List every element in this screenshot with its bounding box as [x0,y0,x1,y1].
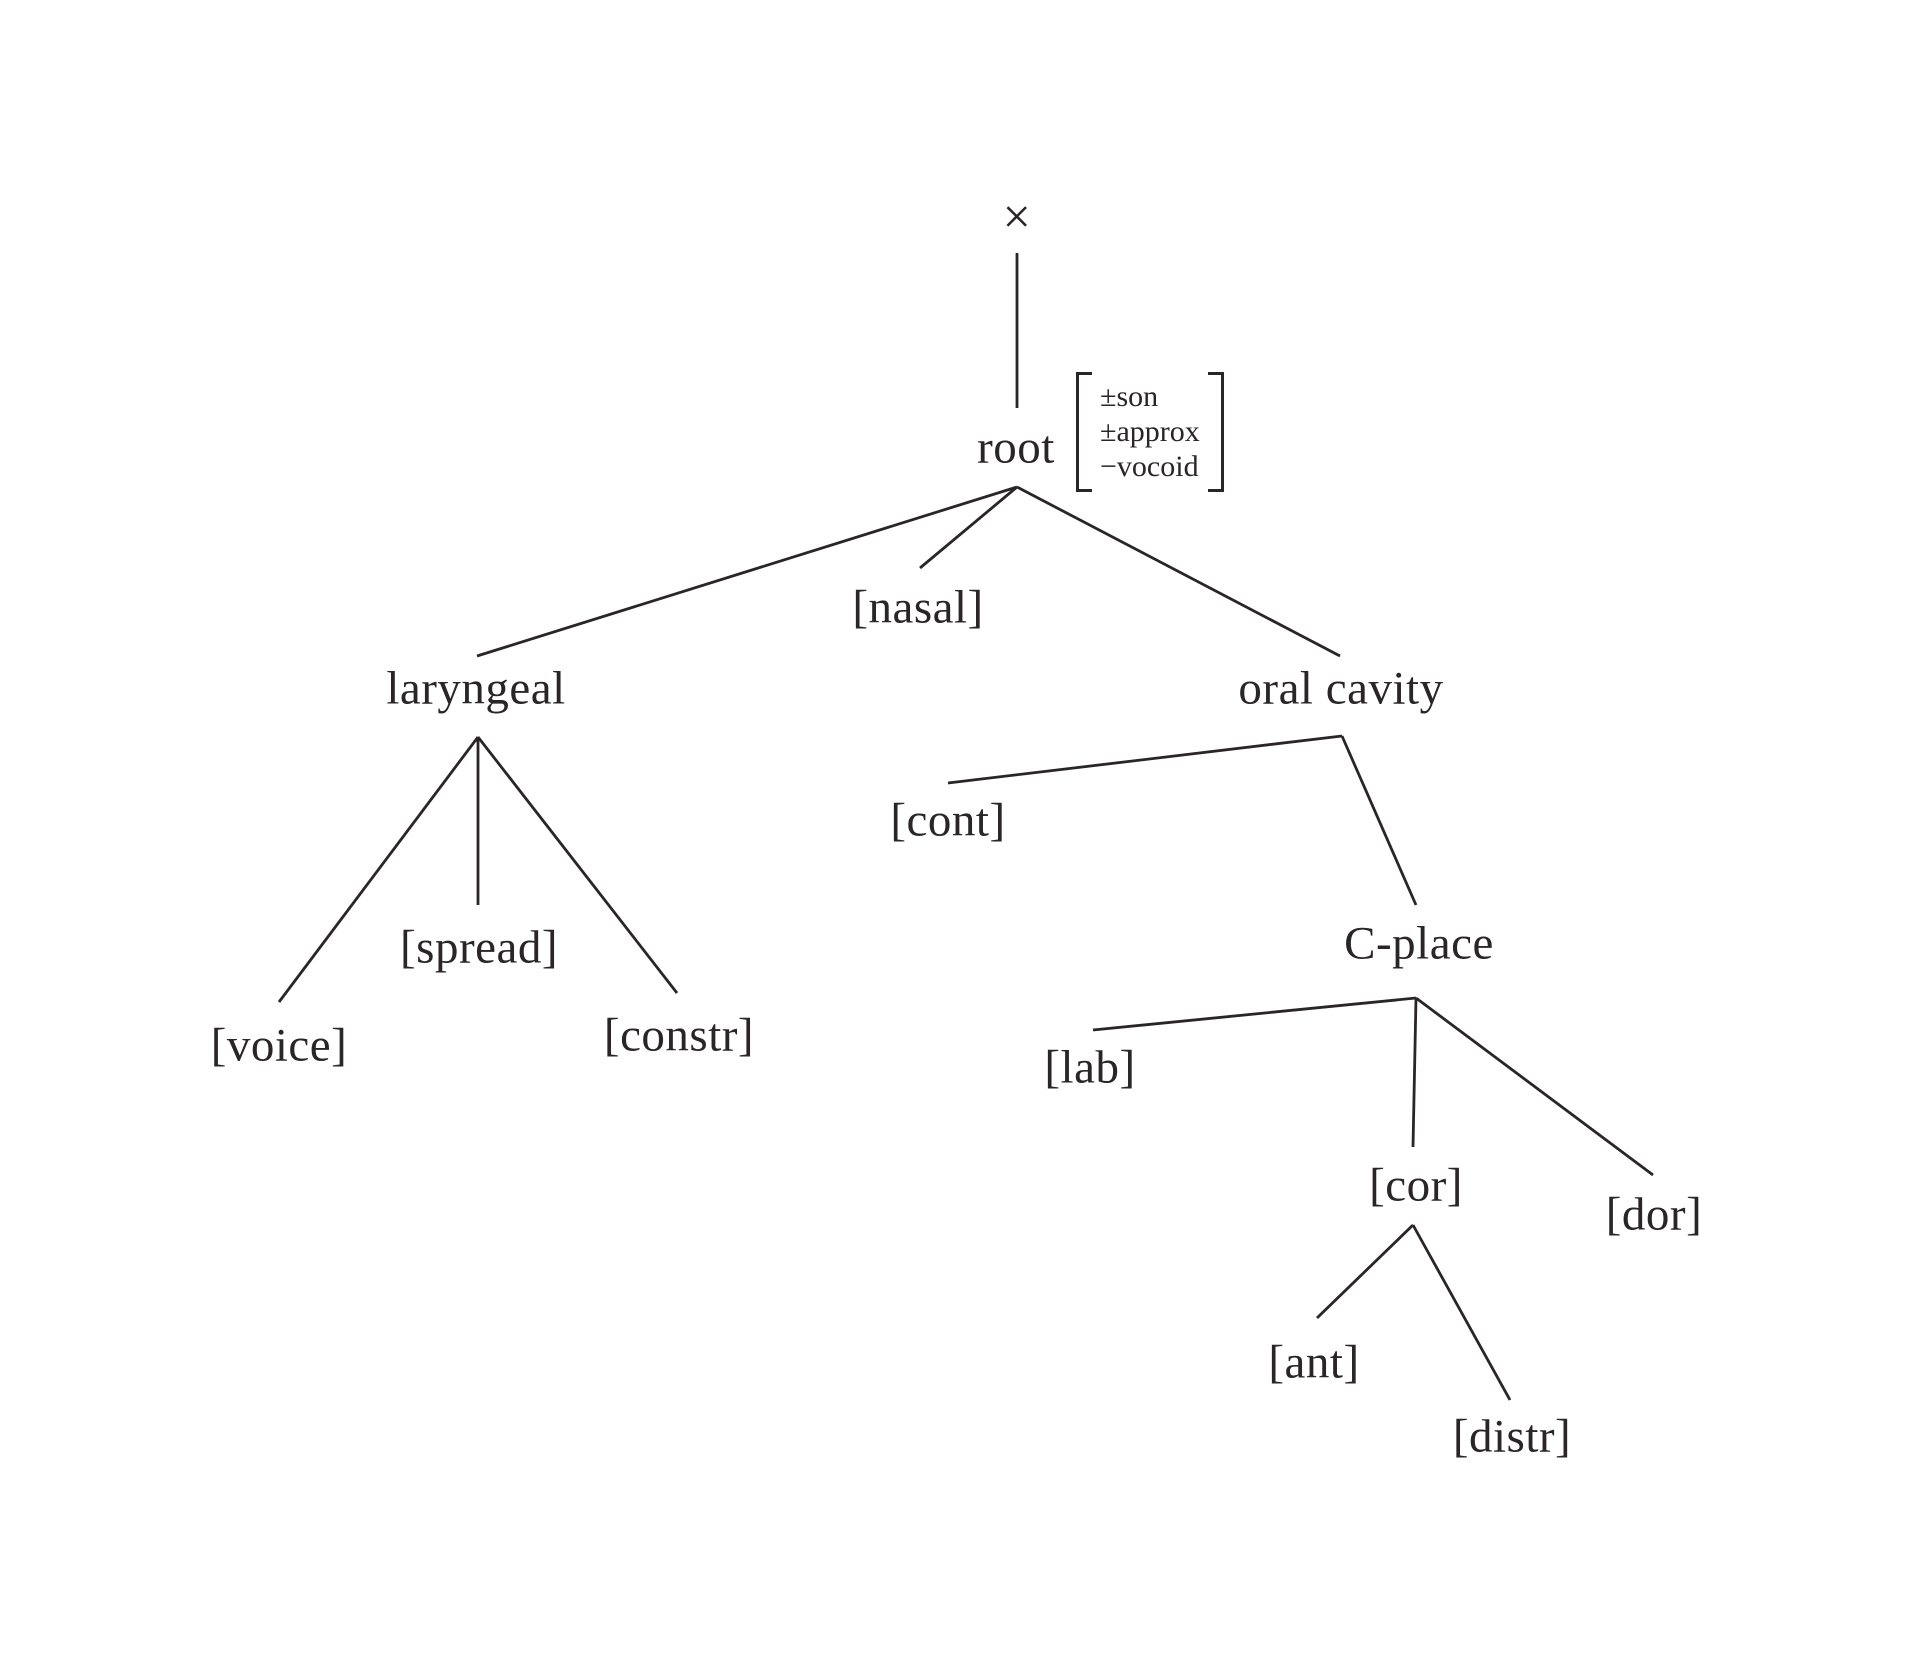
node-ant-label: [ant] [1268,1336,1360,1389]
timing-slot: × [1002,188,1032,244]
matrix-row-approx: ±approx [1100,415,1200,448]
node-c-place-label: C-place [1344,917,1494,970]
node-constr-label: [constr] [603,1009,755,1062]
edge-cor-ant [1316,1223,1414,1320]
node-voice-label: [voice] [210,1019,348,1072]
edge-laryngeal-constr [476,736,679,994]
node-nasal-label: [nasal] [852,581,984,634]
edge-oral-cavity-c-place [1340,735,1418,906]
node-root-label: root [977,421,1055,474]
node-laryngeal-label: laryngeal [386,662,566,715]
node-oral-cavity-label: oral cavity [1238,662,1444,715]
matrix-left-bracket [1076,372,1092,492]
edge-root-laryngeal [476,485,1018,658]
matrix-rows: ±son ±approx −vocoid [1092,372,1208,492]
edge-c-place-lab [1092,996,1417,1032]
edge-root-oral-cavity [1016,485,1341,658]
root-feature-matrix: ±son ±approx −vocoid [1076,372,1224,492]
node-dor-label: [dor] [1605,1188,1703,1241]
node-spread-label: [spread] [400,921,558,974]
edge-c-place-dor [1415,996,1654,1177]
edge-root-nasal [919,485,1018,570]
matrix-right-bracket [1207,372,1224,492]
node-distr-label: [distr] [1452,1410,1572,1463]
edge-oral-cavity-cont [947,734,1343,785]
node-lab-label: [lab] [1044,1041,1136,1094]
edge-cor-distr [1411,1224,1512,1401]
edge-laryngeal-voice [277,736,480,1003]
edge-c-place-cor [1411,997,1418,1148]
node-cont-label: [cont] [890,794,1006,847]
matrix-row-son: ±son [1100,380,1159,413]
node-cor-label: [cor] [1369,1159,1463,1212]
matrix-row-vocoid: −vocoid [1100,450,1199,483]
